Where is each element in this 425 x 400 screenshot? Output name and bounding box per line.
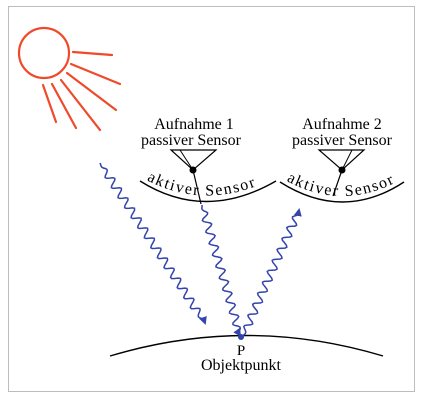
passive-sensor-2-label: passiver Sensor [292,132,393,149]
sun-icon [19,28,120,130]
object-surface [110,336,383,357]
capture-2-label: Aufnahme 2 [302,116,382,133]
sun-disc [19,28,69,78]
sun-ray [61,80,100,130]
sun-ray [73,52,112,55]
reflection-wave-sensor-2 [243,210,299,336]
capture-1-label: Aufnahme 1 [154,116,234,133]
sun-ray [43,85,56,122]
sun-rays [43,52,120,130]
object-point-label: Objektpunkt [201,357,282,374]
active-sensor-1-label: aktiver Sensor [145,168,259,199]
object-point-marker [238,334,244,340]
passive-sensor-1-label: passiver Sensor [141,132,242,149]
active-sensor-1-wave [202,205,241,335]
